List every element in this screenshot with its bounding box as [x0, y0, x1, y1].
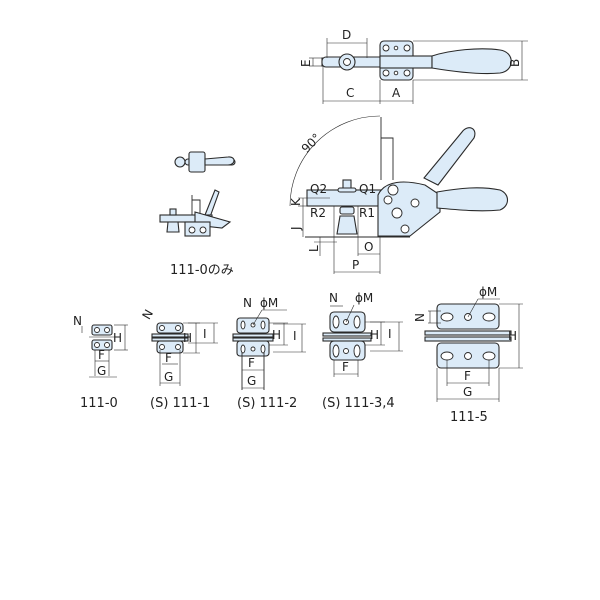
- variant-label: N: [329, 291, 338, 305]
- handle-grip-top: [431, 48, 512, 75]
- dim-label-o: O: [364, 240, 373, 254]
- variant-caption: (S) 111-1: [150, 396, 210, 411]
- variant-111-3-4: N ϕM H I F (S) 111-3,4: [322, 291, 403, 411]
- small-view-caption: 111-0のみ: [170, 263, 234, 278]
- variant-caption: (S) 111-3,4: [322, 396, 395, 411]
- variant-label: F: [98, 348, 105, 362]
- mount-hole: [403, 44, 411, 52]
- variant-label: H: [370, 328, 379, 342]
- small-view-111-0: 111-0のみ: [159, 151, 236, 278]
- mount-hole: [403, 69, 411, 77]
- variant-label: N: [413, 313, 427, 322]
- dim-label-d: D: [342, 28, 351, 42]
- variant-111-5: ϕM N H F G 111-5: [413, 285, 523, 425]
- variant-label: ϕM: [479, 285, 497, 299]
- variant-caption: 111-5: [450, 410, 488, 425]
- dim-label-r2: R2: [310, 206, 326, 220]
- variant-label: N: [243, 296, 252, 310]
- variant-label: N: [73, 314, 82, 328]
- dim-label-k: K: [289, 197, 303, 206]
- variant-label: H: [113, 331, 122, 345]
- variant-label: N: [139, 307, 156, 322]
- mount-hole: [382, 44, 390, 52]
- dim-label-q2: Q2: [310, 182, 327, 196]
- dim-label-q1: Q1: [359, 182, 376, 196]
- variant-label: ϕM: [260, 296, 278, 310]
- variant-label: H: [183, 331, 192, 345]
- mount-hole: [382, 69, 390, 77]
- side-view: 90° Q2 Q1 R2 R1 K J L O P: [289, 115, 509, 274]
- spindle-hole: [343, 58, 351, 66]
- variant-label: I: [388, 327, 392, 341]
- variant-label: F: [165, 351, 172, 365]
- variant-label: ϕM: [355, 291, 373, 305]
- variant-label: F: [248, 356, 255, 370]
- angle-label: 90°: [299, 131, 324, 156]
- variant-label: F: [464, 369, 471, 383]
- variant-label: G: [164, 370, 173, 384]
- handle-grip-side: [436, 187, 509, 212]
- variant-111-2: N ϕM H I F G (S) 111-2: [232, 296, 306, 411]
- spindle-pad: [336, 215, 358, 235]
- dim-label-p: P: [352, 258, 359, 272]
- top-view: D E B C A: [299, 28, 528, 104]
- dim-label-r1: R1: [359, 206, 375, 220]
- clamp-body-side: [377, 181, 441, 237]
- variant-label: G: [97, 364, 106, 378]
- variant-caption: 111-0: [80, 396, 118, 411]
- variant-111-0: N H F G 111-0: [73, 314, 128, 411]
- variant-label: H: [272, 328, 281, 342]
- variant-label: I: [203, 327, 207, 341]
- dim-label-a: A: [392, 86, 401, 100]
- linkage-top: [379, 55, 433, 69]
- dim-label-c: C: [346, 86, 354, 100]
- mount-hole: [393, 45, 399, 51]
- dim-label-e: E: [299, 59, 313, 67]
- variant-label: G: [463, 385, 472, 399]
- variant-label: H: [508, 329, 517, 343]
- dim-label-b: B: [508, 59, 522, 67]
- variant-caption: (S) 111-2: [237, 396, 297, 411]
- mount-hole: [393, 70, 399, 76]
- variant-label: I: [293, 329, 297, 343]
- handle-raised: [423, 127, 476, 186]
- dim-label-j: J: [289, 226, 303, 231]
- variant-111-1: N H I F G (S) 111-1: [139, 307, 218, 411]
- dim-label-l: L: [307, 245, 321, 252]
- variant-label: G: [247, 374, 256, 388]
- variant-label: F: [342, 360, 349, 374]
